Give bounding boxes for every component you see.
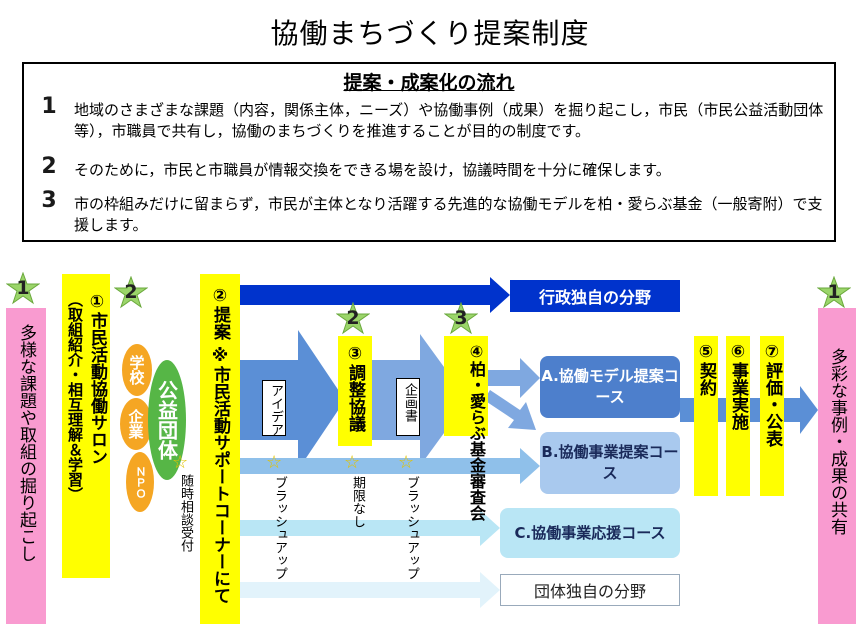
star-outline-icon: ☆	[398, 452, 415, 473]
public-group-bubble: 公益団体	[148, 360, 186, 480]
star-outline-icon: ☆	[344, 452, 361, 473]
proposal-sub: ※市民活動サポートコーナーにて	[210, 346, 230, 604]
left-pink-column: 多様な課題や取組の掘り起こし	[6, 308, 46, 624]
salon-sub: （取組紹介・相互理解＆学習）	[66, 292, 84, 502]
brushup-2: ブラッシュアップ	[404, 476, 419, 580]
right-pink-text: 多彩な事例・成果の共有	[827, 348, 847, 535]
arrow-to-b	[484, 390, 536, 430]
step-star-1: 1	[6, 272, 40, 306]
adjust-column: ③調整協議	[338, 336, 372, 446]
brushup-1: ブラッシュアップ	[272, 476, 287, 580]
arrow-to-a	[488, 358, 540, 398]
adjust-title: ③調整協議	[345, 344, 365, 432]
star-icon	[114, 276, 148, 309]
course-a: A.協働モデル提案コース	[540, 356, 680, 418]
salon-column: ①市民活動協働サロン （取組紹介・相互理解＆学習）	[62, 274, 110, 578]
left-pink-text: 多様な課題や取組の掘り起こし	[16, 324, 36, 562]
no-limit: 期限なし	[350, 476, 365, 528]
school-bubble: 学校	[122, 344, 152, 396]
fund-column: ④柏・愛らぶ基金審査会	[444, 336, 488, 521]
flow-summary-box: 提案・成案化の流れ 1 地域のさまざまな課題（内容，関係主体，ニーズ）や協働事例…	[22, 62, 836, 242]
arrow-to-c	[240, 510, 500, 546]
fund-title: ④柏・愛らぶ基金審査会	[467, 342, 486, 521]
star-outline-icon: ☆	[172, 452, 189, 473]
step-star-3: 2	[336, 302, 370, 336]
arrow-to-share	[690, 386, 818, 434]
page-title: 協働まちづくり提案制度	[270, 17, 590, 50]
star-outline-icon: ☆	[266, 452, 283, 473]
course-b: B.協働事業提案コース	[540, 432, 680, 494]
plan-box: 企画書	[396, 378, 420, 436]
flow-point-2: 2 そのために，市民と市職員が情報交換をできる場を設け，協議時間を十分に確保しま…	[36, 156, 826, 182]
npo-bubble: ＮＰＯ	[126, 452, 154, 512]
proposal-title: ②提案	[210, 286, 230, 340]
point-text: そのために，市民と市職員が情報交換をできる場を設け，協議時間を十分に確保します。	[74, 161, 671, 179]
star-icon	[444, 302, 478, 335]
step-star-2: 2	[114, 276, 148, 310]
proposal-big-arrow	[240, 330, 345, 470]
arrow-to-group	[240, 572, 500, 608]
point-number: 1	[41, 94, 57, 119]
proposal-column: ②提案 ※市民活動サポートコーナーにて	[200, 274, 240, 624]
contract-column: ⑤契約	[694, 336, 718, 496]
star-icon	[336, 302, 370, 335]
course-c: C.協働事業応援コース	[500, 508, 680, 558]
consult-note: 随時相談受付	[178, 474, 193, 552]
step-star-4: 3	[444, 302, 478, 336]
star-icon	[6, 272, 40, 305]
admin-field-box: 行政独自の分野	[510, 280, 680, 312]
implement-column: ⑥事業実施	[726, 336, 750, 496]
evaluate-column: ⑦評価・公表	[760, 336, 784, 496]
idea-box: アイデア	[262, 380, 286, 436]
step-star-5: 1	[817, 276, 851, 310]
company-bubble: 企業	[120, 398, 152, 450]
flow-point-1: 1 地域のさまざまな課題（内容，関係主体，ニーズ）や協働事例（成果）を掘り起こし…	[36, 96, 826, 144]
point-number: 3	[41, 188, 57, 213]
salon-title: ①市民活動協働サロン	[87, 292, 107, 465]
point-text: 地域のさまざまな課題（内容，関係主体，ニーズ）や協働事例（成果）を掘り起こし，市…	[74, 101, 824, 140]
point-number: 2	[41, 154, 57, 179]
admin-arrow	[240, 277, 510, 313]
arrow-lower	[240, 448, 540, 484]
flow-heading: 提案・成案化の流れ	[343, 72, 515, 94]
right-pink-column: 多彩な事例・成果の共有	[818, 308, 856, 624]
point-text: 市の枠組みだけに留まらず，市民が主体となり活躍する先進的な協働モデルを柏・愛らぶ…	[74, 195, 823, 234]
flow-point-3: 3 市の枠組みだけに留まらず，市民が主体となり活躍する先進的な協働モデルを柏・愛…	[36, 190, 826, 238]
group-field-box: 団体独自の分野	[500, 574, 680, 606]
star-icon	[817, 276, 851, 309]
